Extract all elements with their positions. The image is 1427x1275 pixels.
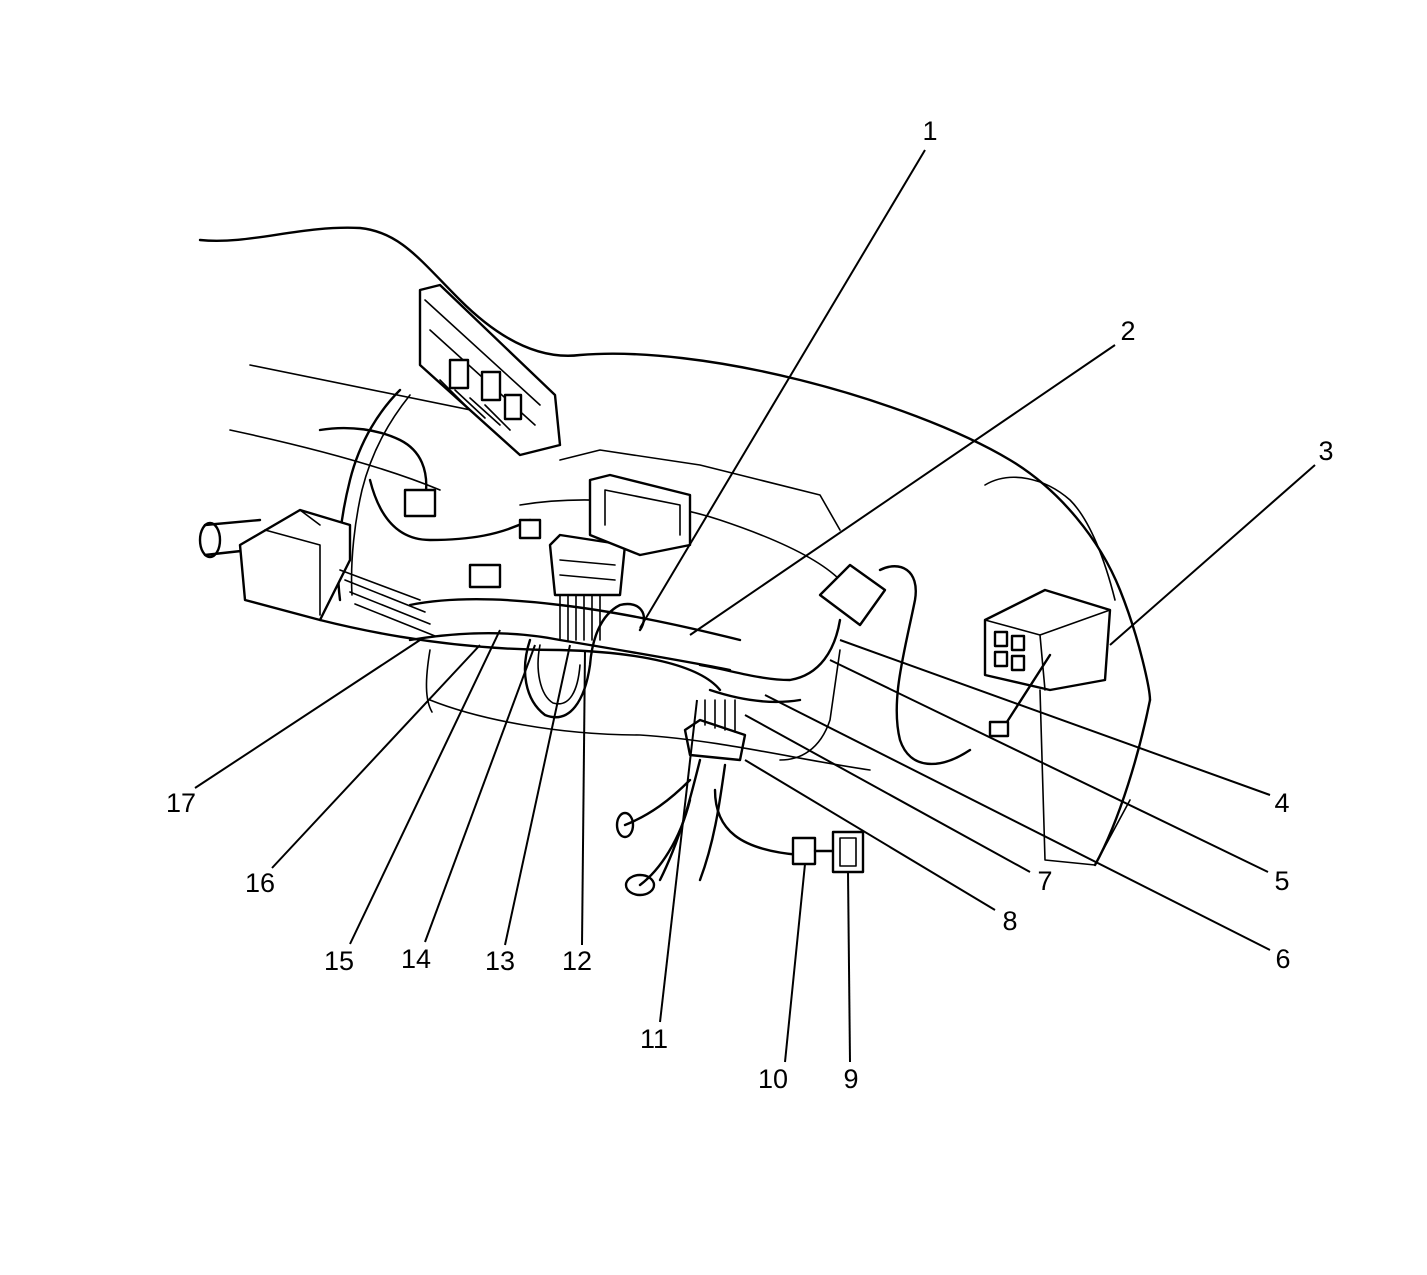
- dash-right-side: [1039, 689, 1131, 866]
- callout-leader-4: [839, 639, 1271, 796]
- upper-wire-b: [368, 478, 532, 542]
- drop-harness-end-a: [615, 811, 635, 839]
- callout-leader-12: [581, 649, 586, 946]
- callout-leader-11: [659, 699, 698, 1023]
- module-3-plug: [988, 720, 1010, 738]
- right-harness-b: [708, 688, 802, 704]
- callout-leader-17: [194, 639, 421, 789]
- module-3-socket-b: [1010, 634, 1026, 652]
- upper-wire: [318, 426, 428, 502]
- callout-label-1: 1: [922, 116, 937, 146]
- callout-leader-8: [744, 759, 996, 911]
- main-trunk-upper: [408, 598, 742, 642]
- callout-label-13: 13: [485, 946, 515, 976]
- dash-right-connector: [818, 563, 887, 627]
- pigtail-lead: [713, 788, 802, 857]
- callout-leader-13: [504, 644, 571, 946]
- mid-connector: [403, 488, 437, 518]
- left-lower-drop: [425, 649, 433, 713]
- drop-harness-b: [698, 763, 727, 882]
- module-3-socket-c: [993, 650, 1009, 668]
- dash-line-lower: [229, 429, 441, 491]
- right-harness: [698, 618, 842, 682]
- module-3-socket-a: [993, 630, 1009, 648]
- steering-column-end: [198, 521, 222, 559]
- callout-leader-6: [764, 694, 1271, 951]
- callout-label-6: 6: [1275, 944, 1290, 974]
- pigtail-connector-9-inner: [839, 837, 857, 867]
- center-connector-wires: [559, 594, 601, 641]
- glovebox-outline: [779, 649, 841, 761]
- drop-harness-c: [623, 778, 692, 887]
- callout-leader-16: [271, 644, 481, 869]
- left-wire-loop-inner: [350, 394, 411, 596]
- callout-label-2: 2: [1120, 316, 1135, 346]
- top-center-module-detail: [604, 489, 681, 536]
- center-connector-ribs: [559, 559, 616, 581]
- drop-harness-a: [658, 758, 702, 882]
- steering-column-block: [238, 508, 352, 622]
- callout-leader-10: [784, 863, 806, 1063]
- cluster-wires: [439, 379, 511, 431]
- lower-connector-wires: [704, 699, 736, 733]
- callout-leader-9: [847, 871, 851, 1063]
- callout-label-8: 8: [1002, 906, 1017, 936]
- callout-leader-7: [744, 714, 1031, 873]
- drop-harness-end-b: [624, 873, 656, 897]
- callout-label-12: 12: [562, 946, 592, 976]
- callout-label-5: 5: [1274, 866, 1289, 896]
- callout-label-17: 17: [166, 788, 196, 818]
- small-connector: [518, 518, 542, 540]
- callout-label-14: 14: [401, 944, 431, 974]
- callout-label-4: 4: [1274, 788, 1289, 818]
- callout-leader-14: [424, 644, 536, 943]
- cluster-connector-c: [503, 393, 523, 421]
- dash-right-inner: [984, 476, 1116, 601]
- callout-label-3: 3: [1318, 436, 1333, 466]
- module-3-body: [983, 588, 1112, 692]
- instrument-panel-illustration: [198, 226, 1152, 897]
- dash-lower-outline: [1093, 698, 1152, 867]
- callout-label-16: 16: [245, 868, 275, 898]
- callout-label-9: 9: [843, 1064, 858, 1094]
- dash-vent-edge: [559, 449, 841, 531]
- callout-leader-1: [639, 149, 926, 629]
- module-3-socket-d: [1010, 654, 1026, 672]
- main-trunk-lower: [408, 632, 732, 672]
- module-3-lead: [1003, 653, 1052, 727]
- module-3-face: [984, 609, 1111, 691]
- callout-leader-15: [349, 629, 501, 945]
- lower-trim: [318, 618, 722, 692]
- callout-label-11: 11: [640, 1024, 668, 1054]
- trunk-stripes: [339, 569, 436, 637]
- callout-label-7: 7: [1037, 866, 1052, 896]
- callout-leader-3: [1109, 464, 1316, 646]
- relay-connector: [468, 563, 502, 589]
- callout-leaders: [194, 149, 1316, 1063]
- callout-label-15: 15: [324, 946, 354, 976]
- right-connector-wire: [878, 565, 972, 765]
- callout-label-10: 10: [758, 1064, 788, 1094]
- cluster-connector-a: [448, 358, 470, 390]
- lower-dash-edge: [429, 699, 871, 771]
- cluster-connector-b: [480, 370, 502, 402]
- callout-leader-2: [689, 344, 1116, 636]
- cluster-housing: [418, 283, 562, 457]
- pigtail-connector-10: [791, 836, 817, 866]
- steering-column-detail: [264, 509, 321, 616]
- center-loop: [523, 602, 646, 719]
- center-loop-inner: [537, 644, 581, 705]
- dash-ledge: [519, 499, 841, 581]
- callout-leader-5: [829, 659, 1269, 873]
